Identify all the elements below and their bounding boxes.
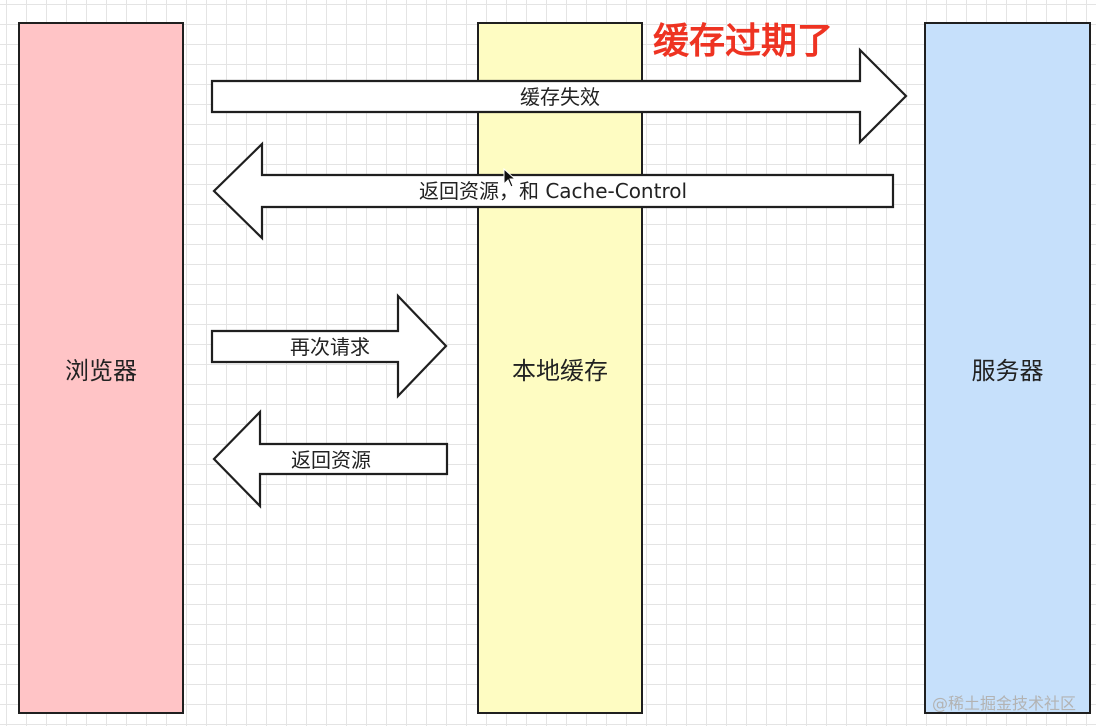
server-lane: 服务器 — [924, 22, 1091, 714]
mouse-cursor-icon — [503, 168, 517, 188]
browser-lane: 浏览器 — [18, 22, 184, 714]
return-resource-label: 返回资源 — [291, 448, 371, 472]
cache-invalid-arrow — [210, 47, 908, 145]
local-cache-label: 本地缓存 — [512, 356, 608, 385]
watermark: @稀土掘金技术社区 — [931, 694, 1076, 713]
server-label: 服务器 — [971, 356, 1044, 385]
request-again-label: 再次请求 — [290, 335, 370, 359]
cache-expired-annotation: 缓存过期了 — [653, 21, 834, 62]
return-cache-control-arrow — [212, 141, 895, 241]
return-resource-arrow — [212, 409, 449, 509]
cache-invalid-label: 缓存失效 — [520, 85, 600, 109]
return-cache-control-label: 返回资源，和 Cache-Control — [418, 179, 688, 203]
local-cache-lane: 本地缓存 — [477, 22, 643, 714]
request-again-arrow — [210, 293, 448, 399]
browser-label: 浏览器 — [65, 356, 137, 385]
